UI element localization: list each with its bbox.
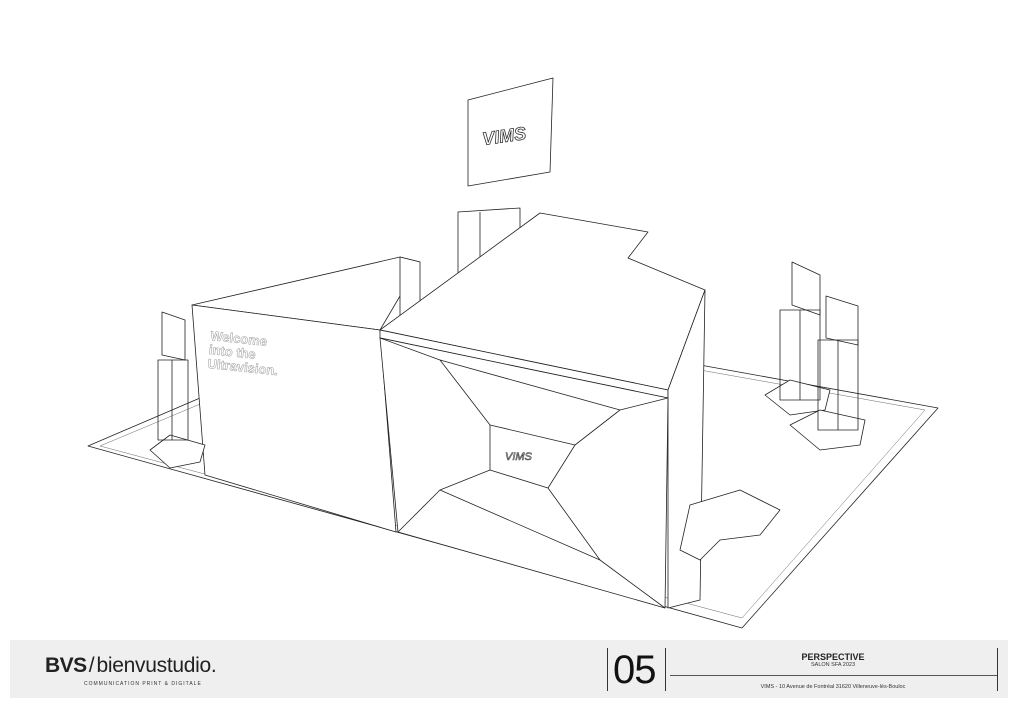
sign-logo: VIMS: [481, 123, 527, 149]
logo-name: bienvustudio.: [96, 654, 217, 677]
logo-slash: /: [88, 654, 95, 677]
divider: [607, 648, 608, 691]
svg-text:into the: into the: [208, 342, 256, 362]
client-address: VIMS - 10 Avenue de Fontréal 31620 Ville…: [760, 684, 906, 690]
sheet-title: PERSPECTIVE: [801, 652, 865, 662]
divider: [665, 648, 666, 691]
logo-tagline: COMMUNICATION PRINT & DIGITALE: [84, 681, 202, 687]
sheet-subtitle: SALON SFA 2023: [810, 662, 856, 668]
svg-text:Welcome: Welcome: [210, 328, 268, 349]
booth-perspective-drawing: VIMS Welcome into the Ultravision. VIMS: [87, 77, 939, 629]
wall-welcome-text: Welcome into the Ultravision.: [207, 328, 279, 379]
studio-logo: BVS/bienvustudio.: [45, 654, 217, 678]
divider: [670, 675, 998, 676]
left-display-stand: [149, 311, 206, 469]
seating-steps: [679, 489, 781, 561]
left-box-front: [191, 304, 397, 533]
right-display-stands: [764, 261, 866, 451]
title-block: BVS/bienvustudio. COMMUNICATION PRINT & …: [10, 640, 1008, 698]
sheet-number: 05: [613, 648, 656, 692]
divider: [997, 648, 998, 691]
front-recess-lines: [379, 337, 669, 609]
front-logo: VIMS: [505, 451, 533, 463]
hanging-sign: [467, 77, 554, 187]
logo-bold: BVS: [45, 654, 87, 677]
